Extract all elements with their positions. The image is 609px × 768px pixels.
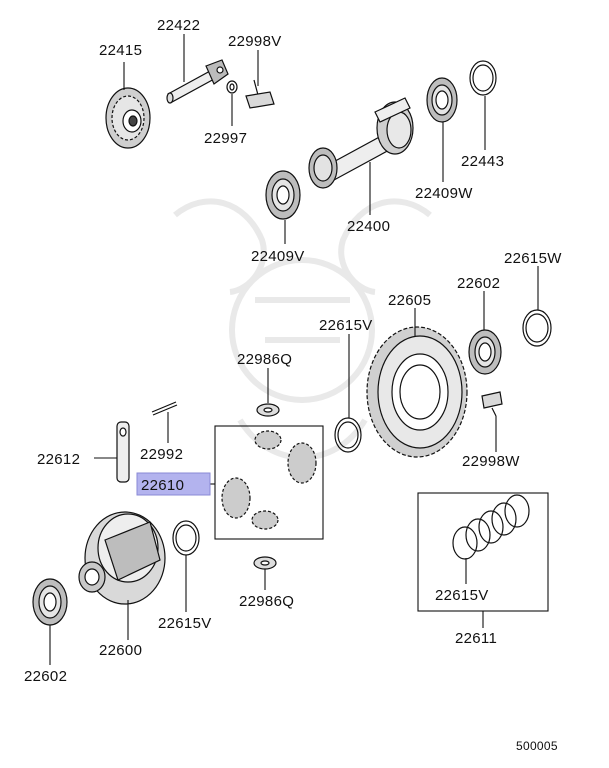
bearing-22409V[interactable] xyxy=(265,170,301,220)
bearing-22409W[interactable] xyxy=(426,77,458,123)
label-22611[interactable]: 22611 xyxy=(455,630,497,647)
ring-gear-22605[interactable] xyxy=(366,326,468,458)
label-22997[interactable]: 22997 xyxy=(204,130,247,147)
bolt-22998V[interactable] xyxy=(245,79,275,109)
label-22610[interactable]: 22610 xyxy=(141,477,184,494)
label-22600[interactable]: 22600 xyxy=(99,642,142,659)
doc-code: 500005 xyxy=(516,739,558,753)
label-22615V-top[interactable]: 22615V xyxy=(319,317,373,334)
label-22409V[interactable]: 22409V xyxy=(251,248,305,265)
label-22615W[interactable]: 22615W xyxy=(504,250,562,267)
label-22992[interactable]: 22992 xyxy=(140,446,183,463)
label-22605[interactable]: 22605 xyxy=(388,292,431,309)
gear-kit-22610[interactable] xyxy=(214,425,324,540)
part-labels: 22422 22415 22998V 22997 22443 22409W 22… xyxy=(24,17,562,753)
washer-22997[interactable] xyxy=(226,80,238,94)
label-22615V-right[interactable]: 22615V xyxy=(435,587,489,604)
label-22422[interactable]: 22422 xyxy=(157,17,200,34)
ring-22443[interactable] xyxy=(469,60,497,96)
label-22602-top[interactable]: 22602 xyxy=(457,275,500,292)
label-22415[interactable]: 22415 xyxy=(99,42,142,59)
label-22443[interactable]: 22443 xyxy=(461,153,504,170)
bolt-22998W[interactable] xyxy=(481,391,503,417)
shim-22615W[interactable] xyxy=(522,309,552,347)
shaft-22400[interactable] xyxy=(308,97,414,189)
shim-22615V-lower[interactable] xyxy=(172,520,200,556)
shaft-22422[interactable] xyxy=(166,59,229,104)
leader-lines xyxy=(49,34,539,665)
label-22409W[interactable]: 22409W xyxy=(415,185,473,202)
shim-22615V-upper[interactable] xyxy=(334,417,362,453)
washer-22986Q-bottom[interactable] xyxy=(253,556,277,570)
label-22400[interactable]: 22400 xyxy=(347,218,390,235)
label-22602-bottom[interactable]: 22602 xyxy=(24,668,67,685)
bearing-22602-bottom[interactable] xyxy=(32,578,68,626)
shaft-22612[interactable] xyxy=(116,421,130,483)
bearing-22602-top[interactable] xyxy=(468,329,502,375)
label-22986Q-bottom[interactable]: 22986Q xyxy=(239,593,294,610)
highlight-22610 xyxy=(136,472,211,496)
pin-22992[interactable] xyxy=(151,401,178,416)
label-22612[interactable]: 22612 xyxy=(37,451,80,468)
watermark-emblem xyxy=(173,198,432,461)
label-22615V-bottom[interactable]: 22615V xyxy=(158,615,212,632)
label-22986Q-top[interactable]: 22986Q xyxy=(237,351,292,368)
diff-case-22600[interactable] xyxy=(78,511,166,605)
washer-22986Q-top[interactable] xyxy=(256,403,280,417)
label-22998V[interactable]: 22998V xyxy=(228,33,282,50)
gear-22415[interactable] xyxy=(105,87,151,149)
label-22998W[interactable]: 22998W xyxy=(462,453,520,470)
